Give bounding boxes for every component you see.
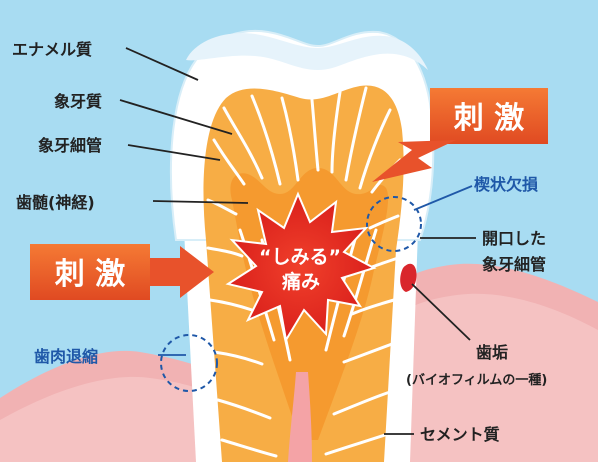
pain-label-line2: 痛み	[282, 270, 320, 293]
dentinal-tubules	[206, 86, 402, 458]
cementum-left	[197, 299, 215, 462]
label-plaque-note: (バイオフィルムの一種)	[406, 372, 547, 388]
stimulus-arrow-left: 刺 激	[30, 244, 214, 300]
root-canal	[288, 372, 312, 462]
label-plaque: 歯垢	[476, 343, 508, 362]
gum-right-inner	[400, 293, 598, 462]
label-open-tubules-2: 象牙細管	[482, 255, 546, 274]
stimulus-top-label: 刺 激	[454, 101, 524, 136]
pain-label-line1: “しみる”	[259, 246, 341, 268]
gum-recession-circle	[160, 334, 218, 392]
label-cementum: セメント質	[420, 425, 500, 444]
label-dentinal-tubules: 象牙細管	[38, 136, 102, 155]
enamel-shade	[186, 33, 428, 70]
pain-burst	[225, 191, 377, 343]
label-open-tubules-1: 開口した	[482, 229, 546, 248]
cementum-right	[389, 299, 405, 462]
label-enamel: エナメル質	[12, 40, 92, 59]
label-pulp: 歯髄(神経)	[16, 193, 95, 212]
wedge-defect-circle	[366, 196, 422, 252]
label-wedge-defect: 楔状欠損	[474, 175, 539, 194]
stimulus-arrow-top: 刺 激	[372, 88, 548, 182]
gum-left-inner	[0, 376, 212, 462]
stimulus-left-label: 刺 激	[55, 257, 125, 292]
stimulus-left-box	[30, 244, 150, 300]
label-gum-recession: 歯肉退縮	[34, 347, 98, 366]
stimulus-left-pointer	[150, 246, 214, 298]
leader-lines	[119, 47, 476, 435]
stimulus-top-box	[430, 88, 548, 144]
label-dentin: 象牙質	[54, 92, 102, 111]
stimulus-top-pointer	[372, 140, 456, 182]
